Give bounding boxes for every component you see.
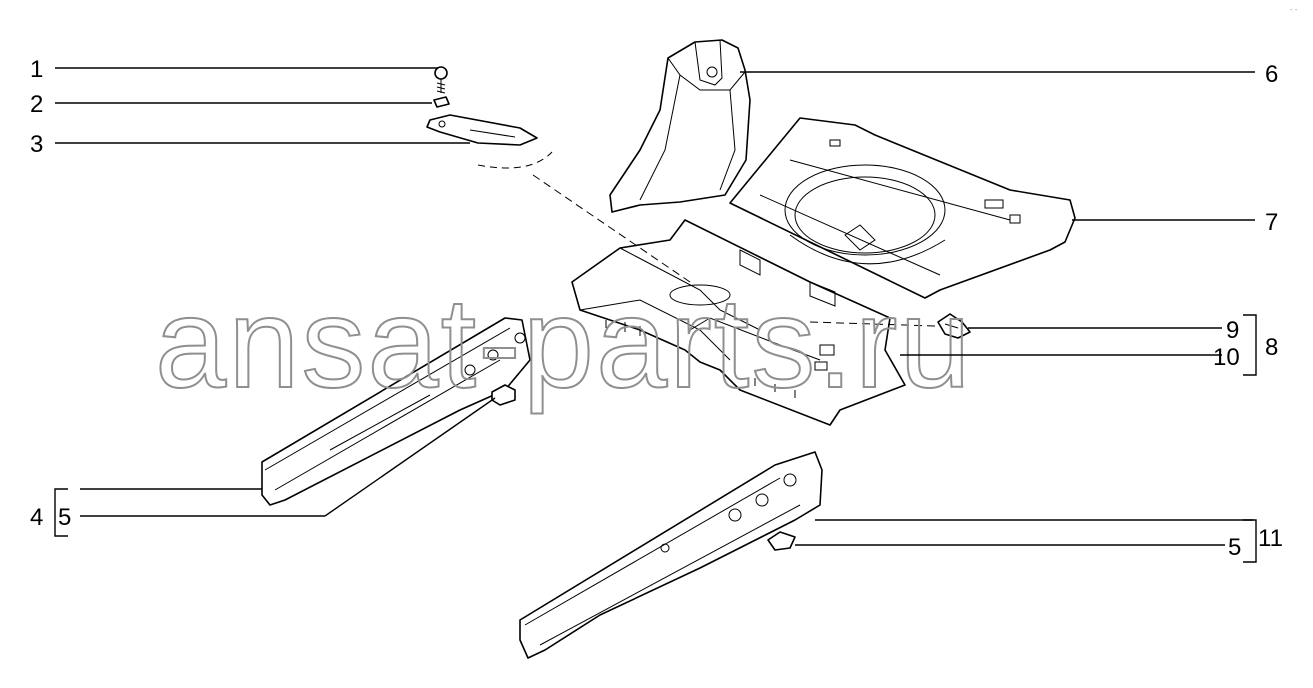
callout-7: 7 <box>1265 209 1278 236</box>
callout-6: 6 <box>1265 61 1278 88</box>
corner-mark: - - <box>1290 5 1298 14</box>
guide-line-clip <box>809 321 936 327</box>
part-2-washer <box>433 96 450 108</box>
bracket-8 <box>1243 314 1257 376</box>
bracket-4-5 <box>54 488 68 537</box>
part-10-rear-floor <box>571 219 906 426</box>
part-1-screw <box>434 66 448 94</box>
part-5-bracket-right <box>767 531 796 551</box>
callout-8: 8 <box>1265 334 1278 361</box>
guide-arc <box>477 151 553 169</box>
part-3-plate <box>426 114 538 146</box>
callout-9: 9 <box>1226 317 1239 344</box>
callout-3: 3 <box>30 131 43 158</box>
part-9-clip <box>937 313 971 339</box>
guide-line-plate <box>532 174 691 283</box>
callout-1: 1 <box>30 56 43 83</box>
part-7-luggage-floor <box>729 117 1076 299</box>
callout-2: 2 <box>30 91 43 118</box>
bracket-11 <box>1243 519 1257 563</box>
callout-11: 11 <box>1258 525 1283 552</box>
callout-10: 10 <box>1213 344 1240 371</box>
part-11-right-side-member <box>519 451 823 659</box>
watermark: ansat-parts.ru <box>155 272 973 415</box>
callout-5-left: 5 <box>58 504 71 531</box>
callout-5-right: 5 <box>1228 534 1241 561</box>
part-6-wheel-arch <box>609 39 751 213</box>
part-4-left-side-member <box>261 317 531 506</box>
leader-lines <box>55 67 1255 546</box>
callout-4: 4 <box>30 504 43 531</box>
